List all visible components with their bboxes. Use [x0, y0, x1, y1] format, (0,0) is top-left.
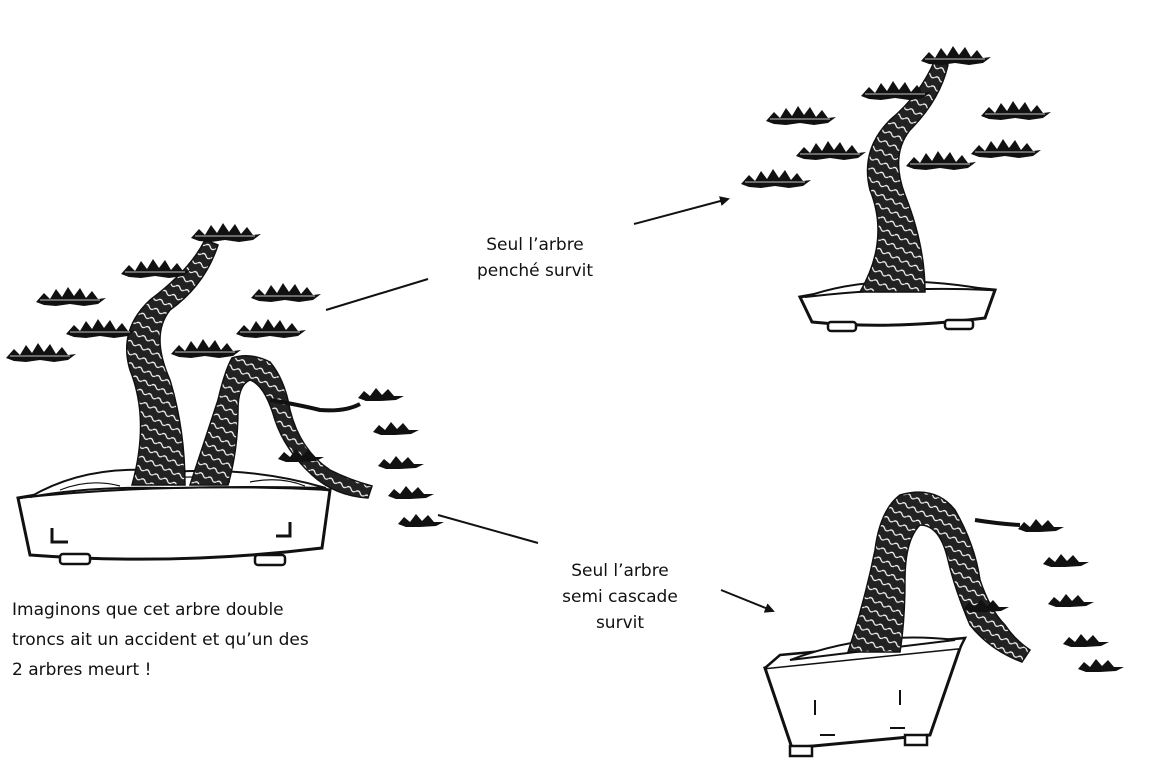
label-line: semi cascade: [540, 584, 700, 610]
trunk: [848, 492, 1030, 662]
label-line: penché survit: [450, 258, 620, 284]
label-semi-cascade-survives: Seul l’arbre semi cascade survit: [540, 558, 700, 636]
caption-text: Imaginons que cet arbre double troncs ai…: [12, 595, 309, 685]
caption-line: Imaginons que cet arbre double: [12, 595, 309, 625]
connector-line-bottom: [438, 515, 538, 543]
caption-line: 2 arbres meurt !: [12, 655, 309, 685]
connector-line-top: [326, 279, 428, 310]
bonsai-slanting-illustration: [741, 46, 1051, 331]
rectangular-pot: [18, 482, 330, 565]
label-line: survit: [540, 610, 700, 636]
arrow-icon: [721, 590, 773, 611]
bonsai-double-trunk-illustration: [6, 223, 444, 565]
square-pot: [765, 638, 965, 756]
label-line: Seul l’arbre: [540, 558, 700, 584]
arrow-icon: [634, 199, 728, 224]
caption-line: troncs ait un accident et qu’un des: [12, 625, 309, 655]
label-slanting-survives: Seul l’arbre penché survit: [450, 232, 620, 284]
bonsai-semi-cascade-illustration: [765, 492, 1124, 756]
label-line: Seul l’arbre: [450, 232, 620, 258]
